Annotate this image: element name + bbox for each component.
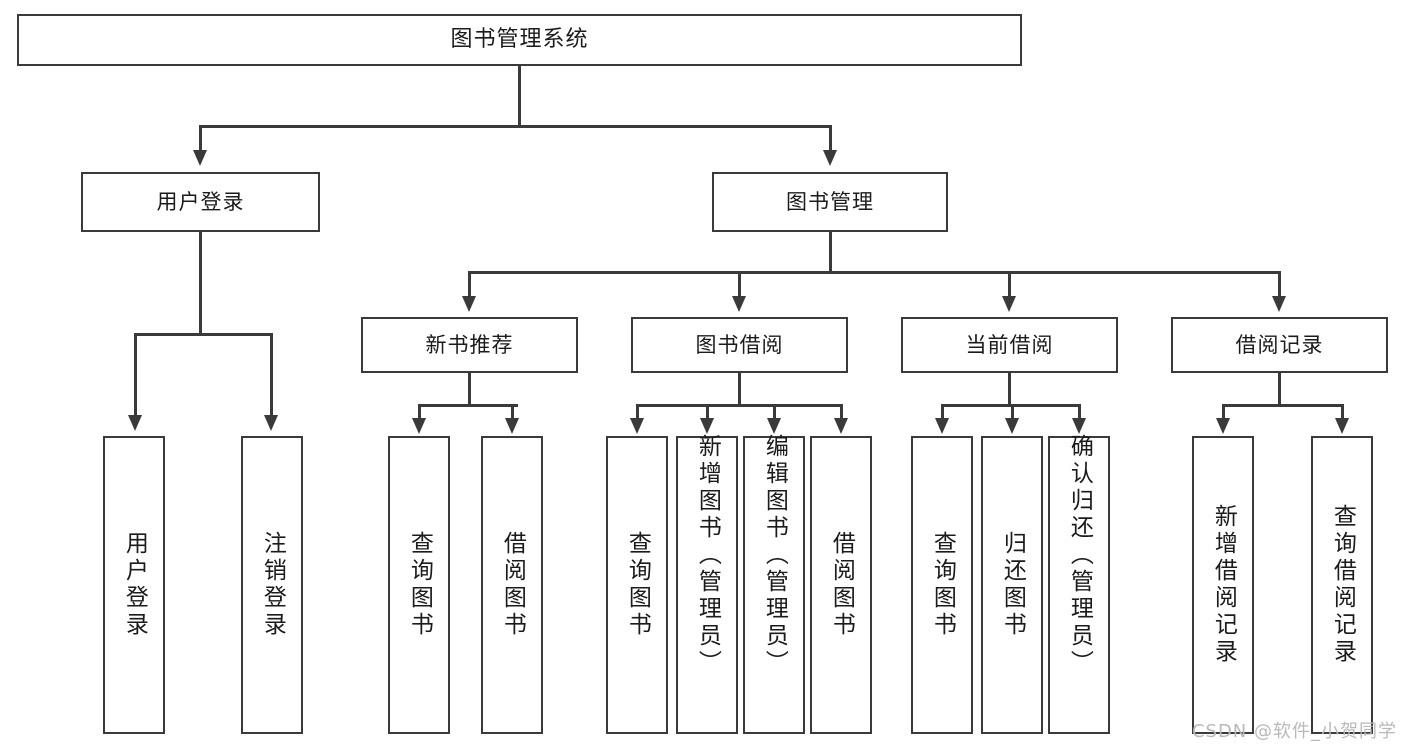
node-label: 借阅记录 [1235,332,1324,357]
connector-nbr-stem [468,373,471,406]
connector-br-drop-2 [1341,404,1344,420]
connector-bm-drop-3 [1008,271,1011,298]
arrowhead-br-add-record [1216,418,1230,434]
connector-root-bus [199,125,832,128]
arrowhead-cb-query-book [935,418,949,434]
connector-bb-drop-1 [636,404,639,420]
connector-bb-drop-2 [706,404,709,420]
node-label: 图书管理 [786,189,874,214]
leaf-br-query-record[interactable]: 查询借阅记录 [1311,436,1373,734]
connector-br-stem [1278,373,1281,406]
node-book-borrow[interactable]: 图书借阅 [631,317,848,373]
node-label: 图书管理系统 [450,27,589,53]
leaf-cb-query-book[interactable]: 查询图书 [911,436,973,734]
arrowhead-leaf-user-login [128,415,142,431]
node-label: 查询图书 [624,531,651,639]
arrowhead-cb-confirm-return [1072,418,1086,434]
arrowhead-leaf-logout [264,415,278,431]
connector-root-drop-1 [199,125,202,152]
connector-user-login-drop-2 [270,333,273,417]
leaf-logout[interactable]: 注销登录 [241,436,303,734]
node-label: 借阅图书 [499,531,526,639]
node-new-book-recommend[interactable]: 新书推荐 [361,317,578,373]
leaf-cb-confirm-return[interactable]: 确认归还（管理员） [1048,434,1110,734]
arrowhead-br-query-record [1335,418,1349,434]
connector-root-stem [518,66,521,126]
node-label: 新增图书（管理员） [694,434,721,677]
leaf-nbr-query-book[interactable]: 查询图书 [388,436,450,734]
connector-bb-stem [738,373,741,406]
arrowhead-bb-edit-book [767,418,781,434]
leaf-nbr-borrow-book[interactable]: 借阅图书 [481,436,543,734]
node-book-management[interactable]: 图书管理 [712,172,948,232]
node-label: 编辑图书（管理员） [761,434,788,677]
connector-bb-bus [636,404,842,407]
connector-user-login-drop-1 [134,333,137,417]
node-label: 图书借阅 [695,332,784,357]
leaf-br-add-record[interactable]: 新增借阅记录 [1192,436,1254,734]
connector-nbr-drop-1 [418,404,421,420]
connector-user-login-stem [199,232,202,334]
node-current-borrow[interactable]: 当前借阅 [901,317,1118,373]
connector-book-management-stem [829,232,832,273]
connector-cb-drop-2 [1011,404,1014,420]
connector-cb-drop-3 [1078,404,1081,420]
node-label: 查询图书 [406,531,433,639]
leaf-bb-borrow-book[interactable]: 借阅图书 [810,436,872,734]
node-label: 借阅图书 [828,531,855,639]
connector-br-bus [1222,404,1342,407]
arrowhead-book-borrow [732,296,746,312]
arrowhead-nbr-query-book [412,418,426,434]
arrowhead-nbr-borrow-book [505,418,519,434]
connector-root-drop-2 [829,125,832,152]
arrowhead-borrow-record [1272,296,1286,312]
node-label: 新书推荐 [425,332,514,357]
node-label: 当前借阅 [965,332,1054,357]
arrowhead-cb-return-book [1005,418,1019,434]
node-label: 用户登录 [121,531,148,639]
connector-br-drop-1 [1222,404,1225,420]
leaf-bb-query-book[interactable]: 查询图书 [606,436,668,734]
connector-bm-drop-1 [468,271,471,298]
connector-bb-drop-3 [773,404,776,420]
arrowhead-current-borrow [1002,296,1016,312]
node-borrow-record[interactable]: 借阅记录 [1171,317,1388,373]
leaf-user-login[interactable]: 用户登录 [103,436,165,734]
arrowhead-bb-add-book [700,418,714,434]
arrowhead-new-book-recommend [462,296,476,312]
leaf-cb-return-book[interactable]: 归还图书 [981,436,1043,734]
connector-bm-drop-4 [1278,271,1281,298]
connector-cb-drop-1 [941,404,944,420]
csdn-watermark: CSDN @软件_小贺同学 [1191,721,1397,742]
arrowhead-user-login [193,150,207,166]
connector-bm-drop-2 [738,271,741,298]
node-label: 查询借阅记录 [1329,504,1356,666]
node-label: 确认归还（管理员） [1066,434,1093,677]
connector-bb-drop-4 [840,404,843,420]
node-label: 新增借阅记录 [1210,504,1237,666]
arrowhead-bb-borrow-book [834,418,848,434]
connector-user-login-bus [134,333,272,336]
node-user-login[interactable]: 用户登录 [81,172,320,232]
node-label: 注销登录 [259,531,286,639]
arrowhead-bb-query-book [630,418,644,434]
node-root-book-management-system[interactable]: 图书管理系统 [17,14,1022,66]
connector-cb-bus [941,404,1080,407]
leaf-bb-add-book[interactable]: 新增图书（管理员） [676,434,738,734]
leaf-bb-edit-book[interactable]: 编辑图书（管理员） [743,434,805,734]
connector-nbr-bus [418,404,518,407]
connector-cb-stem [1008,373,1011,406]
node-label: 归还图书 [999,531,1026,639]
node-label: 用户登录 [156,189,245,214]
connector-book-management-bus [468,271,1280,274]
connector-nbr-drop-2 [511,404,514,420]
arrowhead-book-management [823,150,837,166]
node-label: 查询图书 [929,531,956,639]
